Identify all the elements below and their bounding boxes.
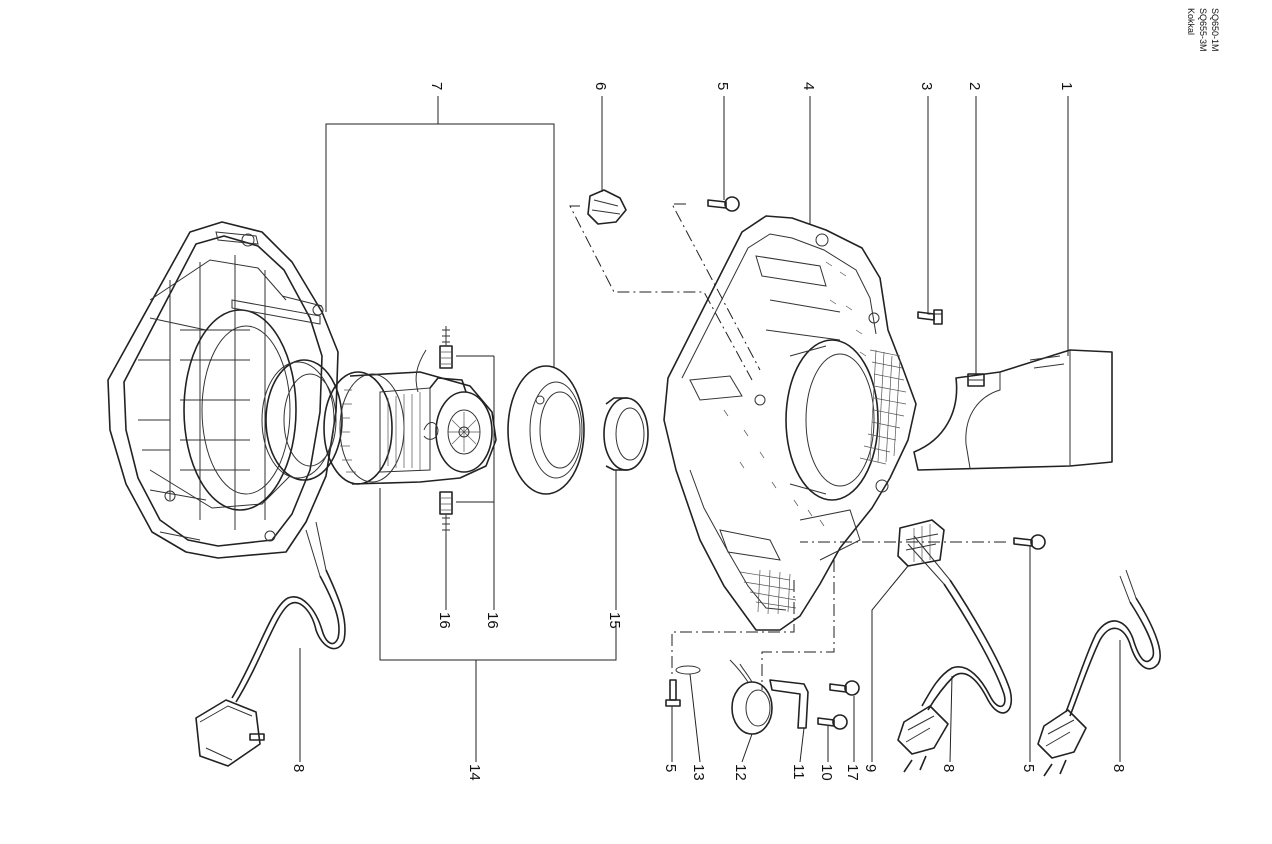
carbon-brush-upper	[439, 326, 453, 369]
callout-17: 17	[844, 764, 861, 781]
screw-3	[917, 309, 943, 325]
washer-13	[675, 665, 701, 675]
cable-grommet	[587, 189, 627, 225]
vacuum-motor	[323, 349, 497, 485]
euro-power-cord-right	[1037, 569, 1161, 777]
callout-13: 13	[690, 764, 707, 781]
callout-labels: 1 2 3 4 5 6 7 16 16 15 14 8 5 13 12 11 1…	[290, 82, 1127, 781]
screw-5-bottom	[665, 679, 681, 707]
callout-3: 3	[918, 82, 935, 90]
model-label-1: SQ650-1M	[1210, 8, 1220, 52]
model-list: SQ650-1M SQ655-3M Kokkal	[1186, 8, 1220, 52]
suppressor-capacitor	[729, 659, 773, 735]
earth-strap	[769, 679, 809, 729]
model-label-3: Kokkal	[1186, 8, 1196, 35]
carbon-brush-lower	[439, 491, 453, 534]
callout-8-left: 8	[290, 764, 307, 772]
callout-16-right: 16	[484, 612, 501, 629]
screw-5-top	[707, 196, 740, 212]
dashed-assembly-lines	[569, 203, 1006, 690]
callout-6: 6	[592, 82, 609, 90]
callout-8-center: 8	[940, 764, 957, 772]
callout-7: 7	[428, 82, 445, 90]
motor-housing	[107, 221, 339, 559]
euro-power-cord-center	[897, 535, 1013, 773]
motor-gasket-ring	[261, 359, 343, 481]
callout-1: 1	[1058, 82, 1075, 90]
bearing-sleeve	[603, 397, 649, 471]
fan-cover-ring	[507, 365, 585, 495]
callout-5-top: 5	[714, 82, 731, 90]
model-label-2: SQ655-3M	[1198, 8, 1208, 52]
screw-10	[817, 714, 848, 730]
callout-15: 15	[606, 612, 623, 629]
callout-5-right: 5	[1020, 764, 1037, 772]
leader-lines	[299, 96, 1121, 763]
base-housing	[663, 215, 917, 631]
callout-16-left: 16	[436, 612, 453, 629]
screw-5-right	[1013, 534, 1046, 550]
callout-12: 12	[732, 764, 749, 781]
callout-11: 11	[790, 764, 807, 780]
callout-8-right: 8	[1110, 764, 1127, 772]
cord-clamp	[897, 519, 945, 567]
callout-2: 2	[966, 82, 983, 90]
rear-cover-panel	[913, 349, 1113, 471]
callout-5-bottom: 5	[662, 764, 679, 772]
callout-14: 14	[466, 764, 483, 781]
callout-4: 4	[800, 82, 817, 90]
uk-power-cord	[195, 521, 346, 767]
screw-17	[829, 680, 860, 696]
callout-9: 9	[862, 764, 879, 772]
callout-10: 10	[818, 764, 835, 781]
